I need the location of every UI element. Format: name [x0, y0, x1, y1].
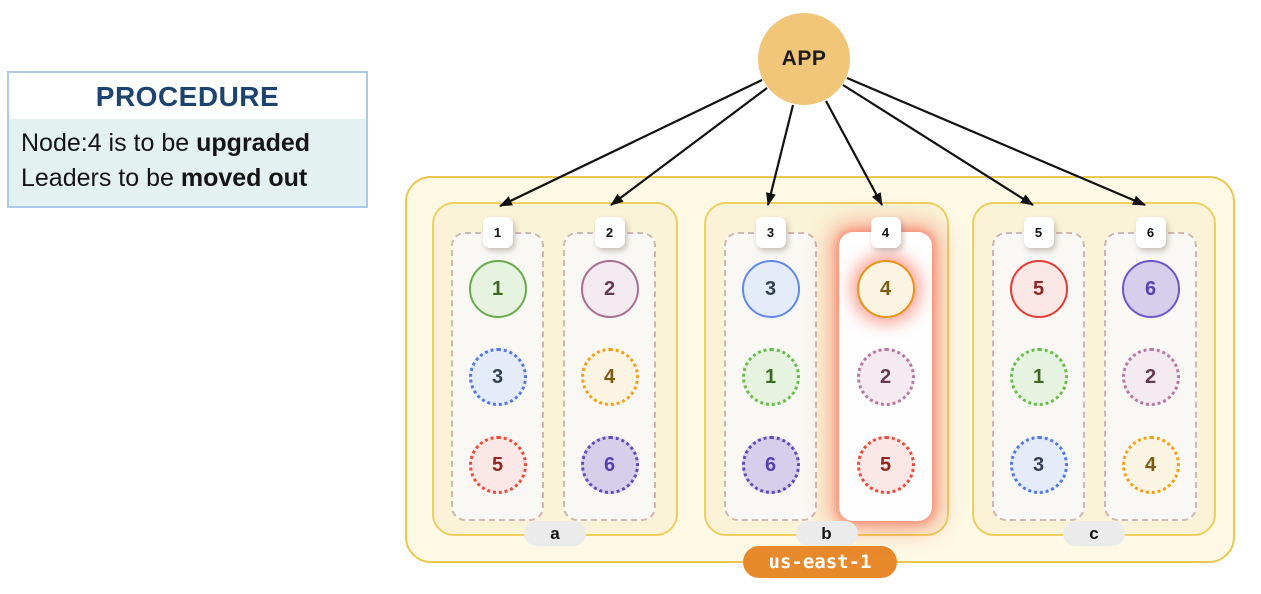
region-label: us-east-1	[743, 546, 897, 578]
node-3: 3 3 1 6	[724, 217, 817, 521]
replica-leader-6: 6	[1121, 260, 1180, 318]
node-3-badge: 3	[755, 217, 786, 248]
app-node: APP	[758, 13, 850, 105]
replica-leader-1: 1	[468, 260, 527, 318]
node-6-badge: 6	[1135, 217, 1166, 248]
node-4-badge: 4	[870, 217, 901, 248]
procedure-body: Node:4 is to be upgraded Leaders to be m…	[9, 119, 366, 206]
replica-leader-3: 3	[741, 260, 800, 318]
zone-c: 5 5 1 3 6 6 2 4 c	[972, 202, 1216, 546]
procedure-line-1: Node:4 is to be upgraded	[21, 126, 354, 161]
procedure-line-2-text: Leaders to be	[21, 163, 181, 192]
procedure-line-1-text: Node:4 is to be	[21, 129, 197, 157]
replica-follower-4: 4	[580, 348, 639, 406]
replica-follower-2: 2	[1121, 348, 1180, 406]
replica-leader-5: 5	[1009, 260, 1068, 318]
zone-a: 1 1 3 5 2 2 4 6 a	[432, 202, 678, 546]
replica-follower-5: 5	[468, 436, 527, 494]
node-5: 5 5 1 3	[992, 217, 1085, 521]
node-2-badge: 2	[594, 217, 625, 248]
node-2: 2 2 4 6	[563, 217, 656, 521]
replica-follower-5: 5	[856, 436, 915, 494]
node-4-highlighted: 4 4 2 5	[839, 217, 932, 521]
procedure-line-1-bold: upgraded	[196, 129, 311, 157]
procedure-panel: PROCEDURE Node:4 is to be upgraded Leade…	[7, 71, 368, 208]
replica-follower-6: 6	[580, 436, 639, 494]
node-5-badge: 5	[1023, 217, 1054, 248]
procedure-line-2: Leaders to be moved out	[21, 161, 354, 196]
replica-follower-1: 1	[1009, 348, 1068, 406]
region-us-east-1: 1 1 3 5 2 2 4 6 a 3 3 1 6 4 4	[405, 176, 1235, 578]
zone-c-label: c	[1063, 521, 1125, 546]
replica-follower-2: 2	[856, 348, 915, 406]
node-6: 6 6 2 4	[1104, 217, 1197, 521]
node-1-badge: 1	[482, 217, 513, 248]
replica-follower-3: 3	[468, 348, 527, 406]
replica-leader-2: 2	[580, 260, 639, 318]
zone-b: 3 3 1 6 4 4 2 5 b	[704, 202, 949, 546]
zone-b-label: b	[795, 521, 858, 546]
replica-follower-1: 1	[741, 348, 800, 406]
replica-follower-3: 3	[1009, 436, 1068, 494]
zone-a-label: a	[524, 521, 586, 546]
replica-follower-6: 6	[741, 436, 800, 494]
replica-leader-4: 4	[856, 260, 915, 318]
replica-follower-4: 4	[1121, 436, 1180, 494]
procedure-title: PROCEDURE	[95, 81, 280, 112]
node-1: 1 1 3 5	[451, 217, 544, 521]
procedure-line-2-bold: moved out	[180, 163, 308, 192]
